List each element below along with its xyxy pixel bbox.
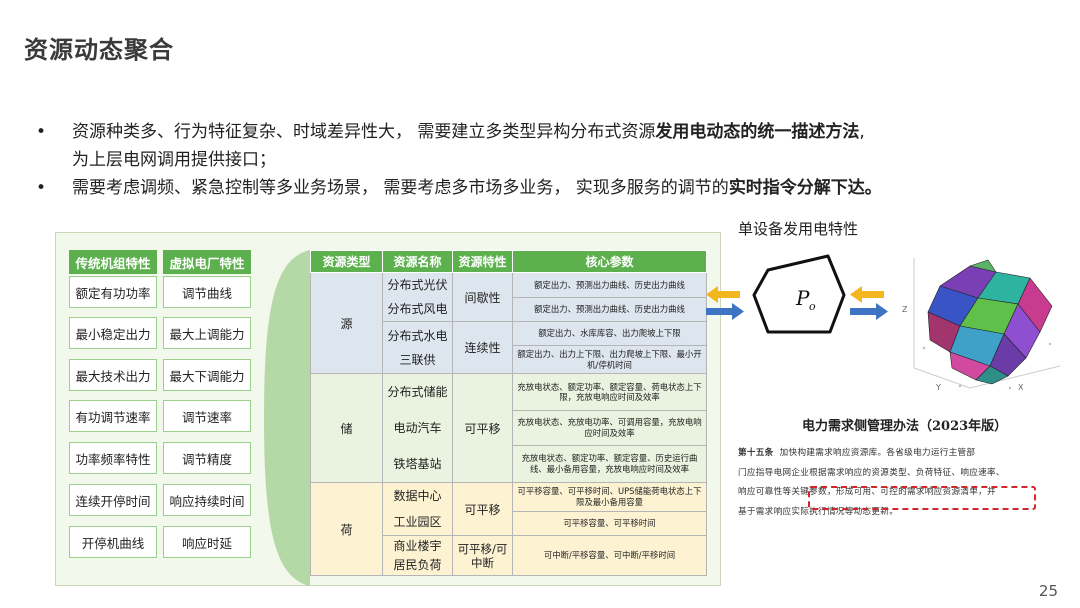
resource-names: 分布式水电三联供 xyxy=(382,321,453,374)
vpp-item: 最大上调能力 xyxy=(163,317,251,349)
right-blue-arrow-icon xyxy=(850,303,888,320)
param-cell: 可平移容量、可平移时间、UPS储能荷电状态上下限及最小备用容量 xyxy=(512,482,707,512)
traditional-item: 最大技术出力 xyxy=(69,359,157,391)
resource-feature: 可平移 xyxy=(452,373,513,483)
vpp-header: 虚拟电厂特性 xyxy=(163,250,251,274)
header-resource-type: 资源类型 xyxy=(310,250,383,273)
device-model-diagram: P o xyxy=(706,254,888,334)
policy-text: 第十五条 加快构建需求响应资源库。各省级电力运行主管部 门应指导电网企业根据需求… xyxy=(738,448,1005,517)
resource-names: 商业楼宇 居民负荷 xyxy=(382,535,453,576)
page-title: 资源动态聚合 xyxy=(24,36,174,64)
param-cell: 额定出力、预测出力曲线、历史出力曲线 xyxy=(512,296,707,322)
resource-feature: 间歇性 xyxy=(452,272,513,322)
table-row: 荷 数据中心 工业园区 可平移 可平移容量、可平移时间、UPS储能荷电状态上下限… xyxy=(310,482,707,576)
table-row: 充放电状态、额定功率、额定容量、历史运行曲线、最小备用容量，充放电响应时间及效率 xyxy=(311,444,707,484)
bullet-item: • 资源种类多、行为特征复杂、时域差异性大， 需要建立多类型异构分布式资源发用电… xyxy=(36,118,1066,146)
polytope-facets xyxy=(927,259,1053,385)
param-cell: 额定出力、水库库容、出力爬坡上下限 xyxy=(512,321,707,346)
resource-feature: 连续性 xyxy=(452,321,513,374)
vpp-item: 响应时延 xyxy=(163,526,251,558)
axis-z-label: Z xyxy=(902,305,908,314)
axis-y-label: Y xyxy=(935,383,941,392)
traditional-item: 最小稳定出力 xyxy=(69,317,157,349)
polytope-hexagon xyxy=(752,254,846,334)
vpp-item: 调节曲线 xyxy=(163,276,251,308)
resource-names: 数据中心 工业园区 xyxy=(382,482,453,536)
param-cell: 充放电状态、额定功率、额定容量、荷电状态上下限，充放电响应时间及效率 xyxy=(512,372,707,412)
vpp-item: 调节速率 xyxy=(163,400,251,432)
connector-bracket xyxy=(264,250,310,586)
traditional-item: 额定有功功率 xyxy=(69,276,157,308)
bullet-text: 为上层电网调用提供接口； xyxy=(72,150,276,170)
traditional-item: 开停机曲线 xyxy=(69,526,157,558)
scatter-points xyxy=(922,342,1052,390)
bullet-text: 需要考虑调频、紧急控制等多业务场景， 需要考虑多市场多业务， 实现多服务的调节的… xyxy=(72,178,882,198)
left-blue-arrow-icon xyxy=(706,303,744,320)
header-resource-name: 资源名称 xyxy=(382,250,453,273)
resource-type-load: 荷 xyxy=(310,482,383,576)
traditional-item: 功率频率特性 xyxy=(69,442,157,474)
resource-names: 分布式光伏分布式风电 xyxy=(382,272,453,322)
param-cell: 可中断/平移容量、可中断/平移时间 xyxy=(512,535,707,576)
resource-feature: 可平移 xyxy=(452,482,513,536)
bullet-item: • 需要考虑调频、紧急控制等多业务场景， 需要考虑多市场多业务， 实现多服务的调… xyxy=(36,174,1066,202)
bullet-dot: • xyxy=(36,122,47,142)
traditional-item: 有功调节速率 xyxy=(69,400,157,432)
vpp-item: 响应持续时间 xyxy=(163,484,251,516)
policy-title: 电力需求侧管理办法（2023年版） xyxy=(802,419,1008,434)
param-cell: 充放电状态、充放电功率、可调用容量，充放电响应时间及效率 xyxy=(512,410,707,446)
bullet-dot: • xyxy=(36,178,47,198)
3d-polytope-plot: Z Y X xyxy=(902,258,1061,392)
param-cell: 额定出力、预测出力曲线、历史出力曲线 xyxy=(512,272,707,298)
resource-names: 分布式储能 电动汽车 铁塔基站 xyxy=(382,373,453,483)
param-cell: 可平移容量、可平移时间 xyxy=(512,510,707,537)
table-header-row: 资源类型 资源名称 资源特性 核心参数 xyxy=(310,250,707,273)
axis-x-label: X xyxy=(1018,383,1024,392)
table-row: 商业楼宇 居民负荷 可平移/可中断 可中断/平移容量、可中断/平移时间 xyxy=(311,535,707,576)
vpp-item: 调节精度 xyxy=(163,442,251,474)
param-cell: 额定出力、出力上下限、出力爬坡上下限、最小开机/停机时间 xyxy=(512,345,707,374)
highlight-dashed-box xyxy=(808,486,1036,510)
table-row: 可平移容量、可平移时间 xyxy=(311,510,707,537)
resource-type-storage: 储 xyxy=(310,373,383,483)
table-row: 额定出力、出力上下限、出力爬坡上下限、最小开机/停机时间 xyxy=(311,345,707,374)
single-device-label: 单设备发用电特性 xyxy=(738,220,859,238)
resource-feature: 可平移/可中断 xyxy=(452,535,513,576)
table-row: 额定出力、预测出力曲线、历史出力曲线 xyxy=(311,296,707,322)
traditional-unit-header: 传统机组特性 xyxy=(69,250,157,274)
param-cell: 充放电状态、额定功率、额定容量、历史运行曲线、最小备用容量，充放电响应时间及效率 xyxy=(512,444,707,484)
resource-type-source: 源 xyxy=(310,272,383,374)
symbol-sub: o xyxy=(809,300,816,313)
header-core-params: 核心参数 xyxy=(512,250,707,273)
left-yellow-arrow-icon xyxy=(706,286,740,303)
table-row: 充放电状态、充放电功率、可调用容量，充放电响应时间及效率 xyxy=(311,410,707,446)
bullet-text: 资源种类多、行为特征复杂、时域差异性大， 需要建立多类型异构分布式资源发用电动态… xyxy=(72,122,865,142)
bullet-list: • 资源种类多、行为特征复杂、时域差异性大， 需要建立多类型异构分布式资源发用电… xyxy=(36,118,1066,202)
traditional-item: 连续开停时间 xyxy=(69,484,157,516)
table-row: 储 分布式储能 电动汽车 铁塔基站 可平移 充放电状态、额定功率、额定容量、荷电… xyxy=(310,372,707,483)
header-resource-feature: 资源特性 xyxy=(452,250,513,273)
right-yellow-arrow-icon xyxy=(850,286,884,303)
table-row: 分布式水电三联供 连续性 额定出力、水库库容、出力爬坡上下限 xyxy=(311,321,707,374)
bullet-item-continued: 为上层电网调用提供接口； xyxy=(36,146,1066,174)
symbol-p: P xyxy=(795,286,810,310)
vpp-item: 最大下调能力 xyxy=(163,359,251,391)
core-parameter-table: 资源类型 资源名称 资源特性 核心参数 源 分布式光伏分布式风电 间歇性 额定出… xyxy=(310,250,707,576)
page-number: 25 xyxy=(1038,582,1058,600)
table-row: 源 分布式光伏分布式风电 间歇性 额定出力、预测出力曲线、历史出力曲线 xyxy=(310,272,707,374)
